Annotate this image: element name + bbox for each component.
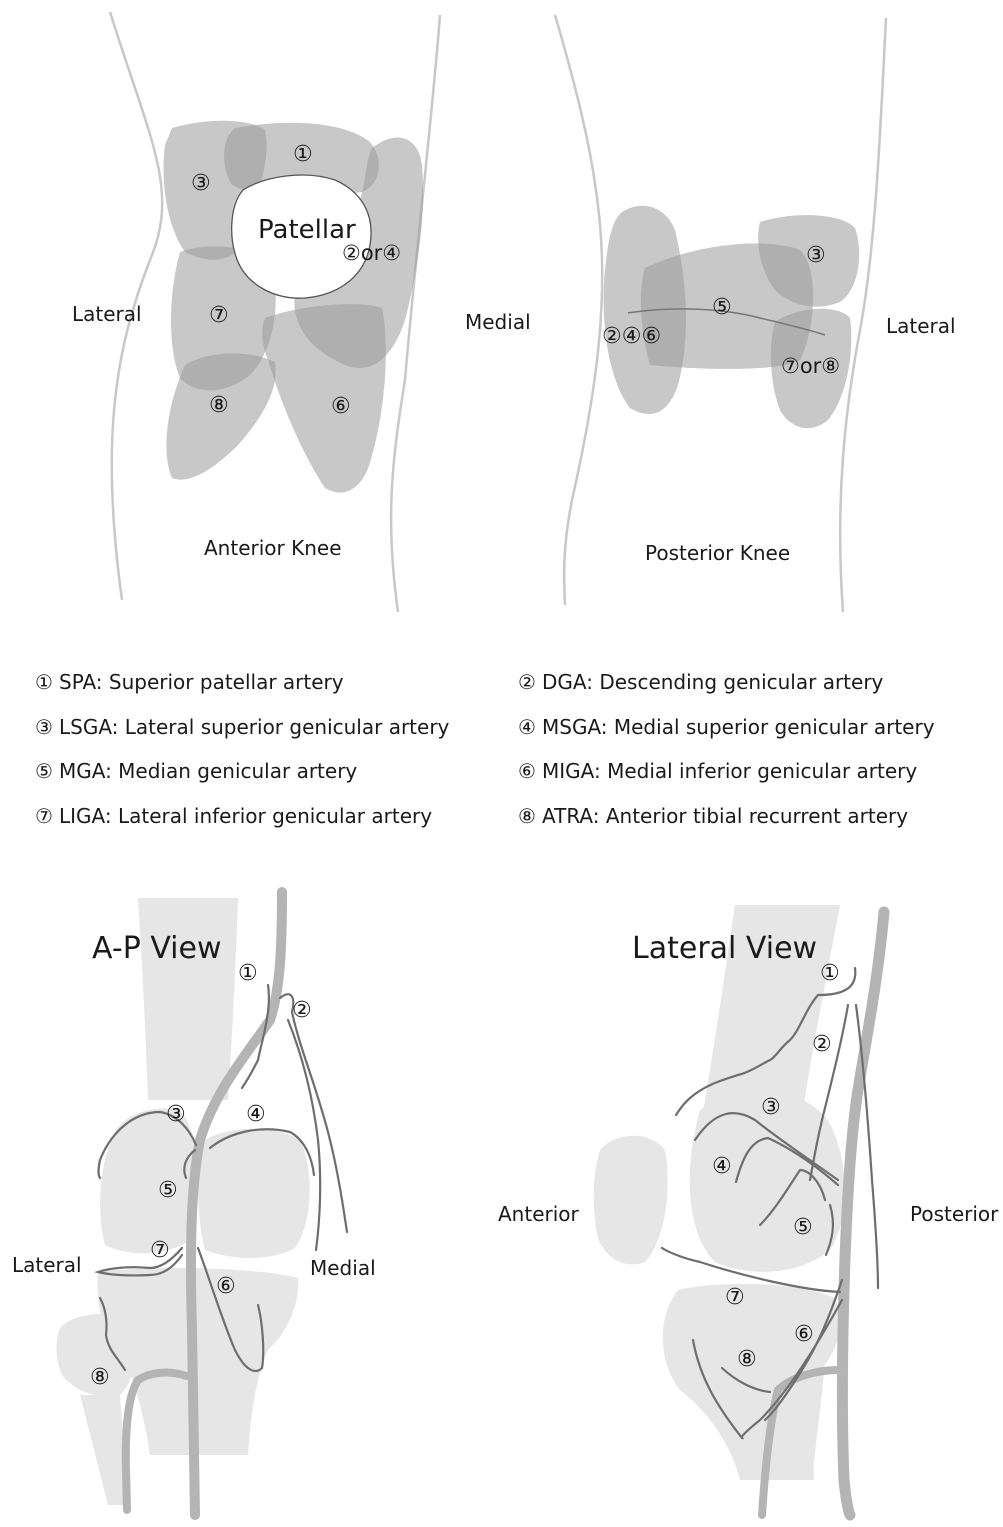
ant-label-lateral: Lateral — [72, 302, 142, 326]
lat-marker-3: ③ — [761, 1095, 781, 1120]
ap-femur-condyle-lateral — [100, 1109, 197, 1254]
legend-item-mga: ⑤MGA: Median genicular artery — [35, 759, 357, 783]
posterior-knee-panel: ③ ⑤ ②④⑥ ⑦or⑧ Lateral Posterior Knee — [555, 15, 956, 612]
lat-label-anterior: Anterior — [498, 1202, 580, 1226]
ant-label-medial: Medial — [465, 310, 531, 334]
lat-marker-8: ⑧ — [737, 1347, 757, 1372]
ap-view-title: A-P View — [92, 931, 222, 966]
ap-label-medial: Medial — [310, 1256, 376, 1280]
ant-marker-8: ⑧ — [209, 393, 229, 418]
ant-marker-3: ③ — [191, 171, 211, 196]
lat-marker-7: ⑦ — [725, 1285, 745, 1310]
lat-main-artery — [843, 912, 885, 1515]
ant-marker-6: ⑥ — [331, 394, 351, 419]
ant-marker-7: ⑦ — [209, 303, 229, 328]
post-marker-3: ③ — [806, 243, 826, 268]
post-marker-246: ②④⑥ — [602, 324, 661, 349]
legend-number: ⑦ — [35, 804, 59, 828]
ant-marker-2or4: ②or④ — [342, 241, 401, 265]
anterior-knee-caption: Anterior Knee — [204, 536, 342, 560]
lat-marker-6: ⑥ — [794, 1322, 814, 1347]
zone-miga — [262, 304, 386, 492]
ap-femur-condyle-medial — [198, 1129, 309, 1258]
legend-text: MSGA: Medial superior genicular artery — [542, 715, 935, 739]
legend-number: ② — [518, 670, 542, 694]
ap-label-lateral: Lateral — [12, 1253, 82, 1277]
legend-text: MGA: Median genicular artery — [59, 759, 357, 783]
lat-marker-2: ② — [812, 1032, 832, 1057]
lat-marker-1: ① — [820, 961, 840, 986]
legend-text: DGA: Descending genicular artery — [542, 670, 883, 694]
lateral-view-title: Lateral View — [632, 931, 817, 966]
post-leg-outline-left — [555, 15, 602, 605]
lateral-view-panel: Lateral View ① ② ③ ④ ⑤ ⑦ ⑥ ⑧ Anterior Po… — [498, 905, 999, 1515]
ap-view-panel: A-P View ① ② ③ ④ ⑤ ⑦ ⑥ ⑧ Lateral Medial — [12, 892, 376, 1515]
ap-fibula-shaft — [80, 1395, 128, 1505]
post-marker-7or8: ⑦or⑧ — [781, 354, 840, 378]
ap-marker-5: ⑤ — [158, 1178, 178, 1203]
ap-marker-2: ② — [292, 998, 312, 1023]
post-leg-outline-right — [840, 18, 886, 612]
lat-marker-4: ④ — [712, 1154, 732, 1179]
legend-number: ⑤ — [35, 759, 59, 783]
legend-text: LSGA: Lateral superior genicular artery — [59, 715, 449, 739]
post-label-lateral: Lateral — [886, 314, 956, 338]
ap-marker-3: ③ — [166, 1102, 186, 1127]
ap-femur-shaft — [138, 898, 238, 1100]
ap-marker-1: ① — [238, 961, 258, 986]
ap-marker-7: ⑦ — [150, 1238, 170, 1263]
lat-patella — [594, 1136, 668, 1265]
lat-label-posterior: Posterior — [910, 1202, 999, 1226]
legend-number: ④ — [518, 715, 542, 739]
legend-text: MIGA: Medial inferior genicular artery — [542, 759, 917, 783]
posterior-knee-caption: Posterior Knee — [645, 541, 790, 565]
ant-marker-1: ① — [293, 142, 313, 167]
post-marker-5: ⑤ — [712, 295, 732, 320]
ap-marker-4: ④ — [246, 1102, 266, 1127]
post-zone-dga-msga-miga — [604, 206, 686, 414]
legend-text: SPA: Superior patellar artery — [59, 670, 344, 694]
legend-text: ATRA: Anterior tibial recurrent artery — [542, 804, 908, 828]
legend-text: LIGA: Lateral inferior genicular artery — [59, 804, 432, 828]
anterior-knee-panel: Patellar ① ③ ②or④ ⑦ ⑧ ⑥ Lateral Medial A… — [72, 12, 531, 612]
legend-number: ⑥ — [518, 759, 542, 783]
ap-marker-8: ⑧ — [90, 1365, 110, 1390]
ap-marker-6: ⑥ — [216, 1274, 236, 1299]
legend-number: ⑧ — [518, 804, 542, 828]
legend-number: ① — [35, 670, 59, 694]
lat-marker-5: ⑤ — [793, 1215, 813, 1240]
legend-number: ③ — [35, 715, 59, 739]
